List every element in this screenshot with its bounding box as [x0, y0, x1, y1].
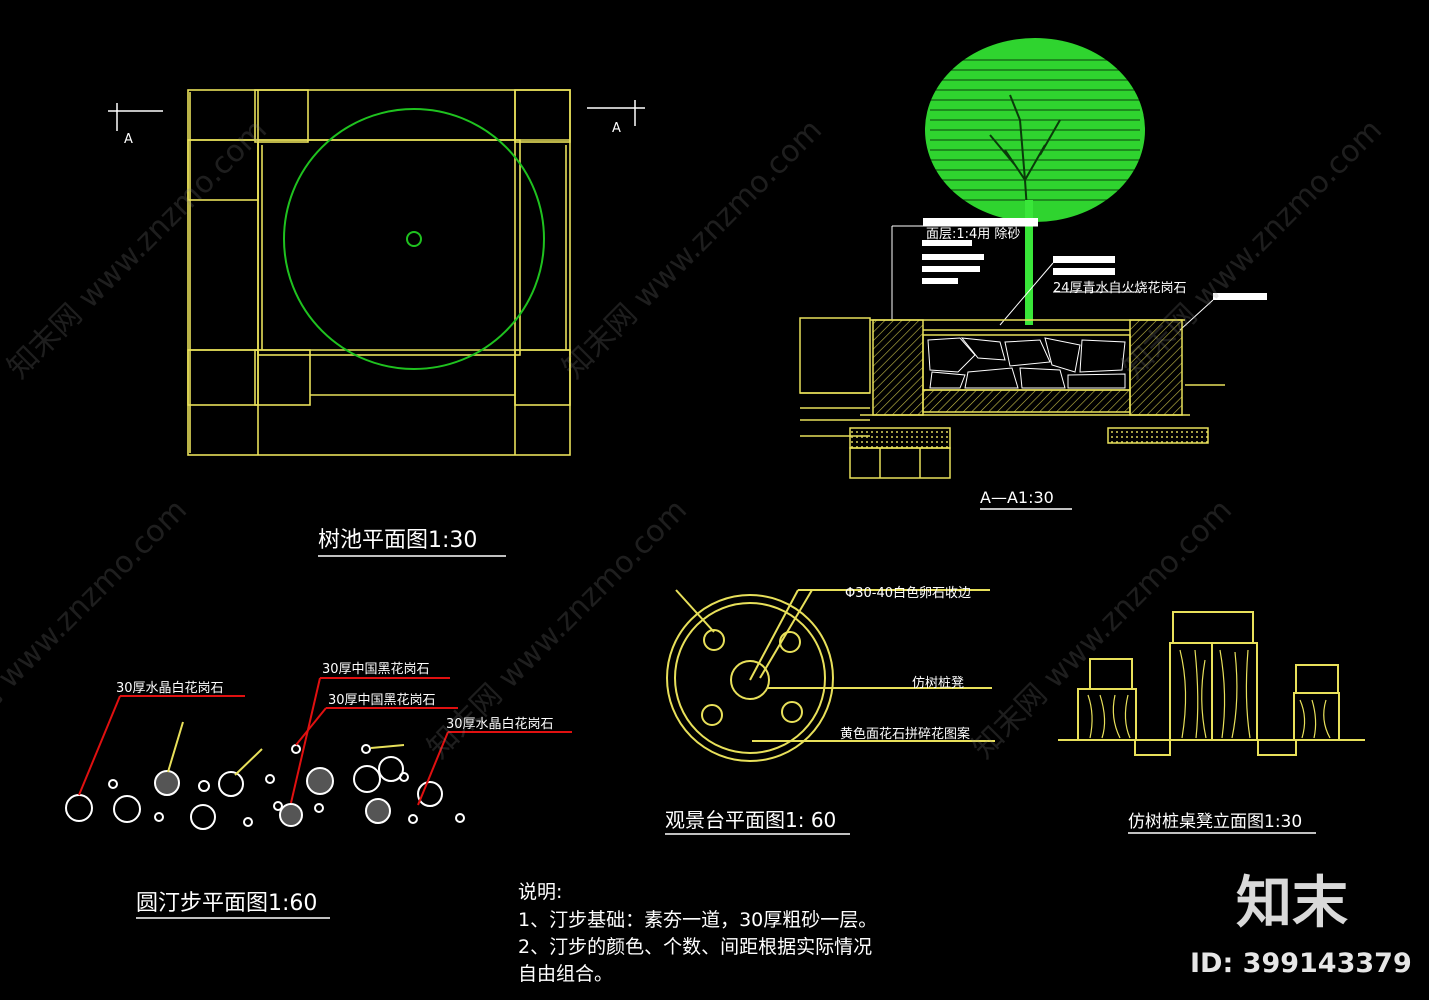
section-small-label-2: 24厚青水自火烧花岗石 — [1053, 280, 1187, 296]
stepping-stone-label-1: 30厚水晶白花岗石 — [116, 680, 224, 696]
stepping-stone-label-4: 30厚水晶白花岗石 — [446, 716, 554, 732]
tree-trunk — [1025, 200, 1033, 325]
watermark-id: ID: 399143379 — [1190, 948, 1412, 979]
platform-label-stool: 仿树桩凳 — [912, 675, 964, 691]
platform-label-edge: Φ30-40白色卵石收边 — [845, 585, 971, 601]
platform-label-paving: 黄色面花石拼碎花图案 — [840, 726, 970, 742]
tree-foliage — [925, 38, 1145, 226]
tree-canopy-circle — [283, 108, 545, 370]
trunk-circle — [406, 231, 422, 247]
section-mark-left — [108, 103, 163, 131]
tree-pit-plan — [187, 89, 571, 456]
section-leaders — [891, 225, 1214, 331]
notes-line-3: 自由组合。 — [518, 963, 613, 985]
stump-elevation-title: 仿树桩桌凳立面图1:30 — [1128, 812, 1302, 832]
section-structure — [799, 317, 1225, 479]
section-annotations — [922, 218, 1267, 300]
viewing-platform-title: 观景台平面图1: 60 — [665, 808, 836, 832]
stepping-stone-leaders — [78, 677, 572, 806]
section-title: A—A1:30 — [980, 488, 1054, 507]
stepping-stone-label-2: 30厚中国黑花岗石 — [322, 661, 430, 677]
viewing-platform — [666, 589, 995, 762]
watermark-text-3: 知末网 www.znzmo.com — [1116, 113, 1389, 386]
watermark-logo: 知末 — [1236, 871, 1348, 936]
section-small-label-1: 面层:1:4用 除砂 — [926, 227, 1020, 242]
stepping-stones-title: 圆汀步平面图1:60 — [136, 891, 317, 916]
section-mark-right — [587, 100, 645, 126]
notes-line-1: 1、汀步基础：素夯一道，30厚粗砂一层。 — [518, 909, 877, 931]
section-mark-left-label: A — [124, 132, 133, 147]
watermark-text-4: 知末网 www.znzmo.com — [0, 493, 194, 766]
watermark-text-2: 知末网 www.znzmo.com — [556, 113, 829, 386]
section-mark-right-label: A — [612, 121, 621, 136]
notes-line-2: 2、汀步的颜色、个数、间距根据实际情况 — [518, 936, 872, 958]
tree-pit-plan-title: 树池平面图1:30 — [318, 528, 477, 553]
watermark-text-1: 知末网 www.znzmo.com — [1, 113, 274, 386]
stepping-stones — [65, 744, 465, 830]
stepping-stone-label-3: 30厚中国黑花岗石 — [328, 692, 436, 708]
rubble-stone-pattern — [927, 337, 1126, 389]
notes-heading: 说明: — [518, 881, 562, 903]
stump-elevation — [1058, 611, 1365, 756]
watermark-text-6: 知末网 www.znzmo.com — [966, 493, 1239, 766]
